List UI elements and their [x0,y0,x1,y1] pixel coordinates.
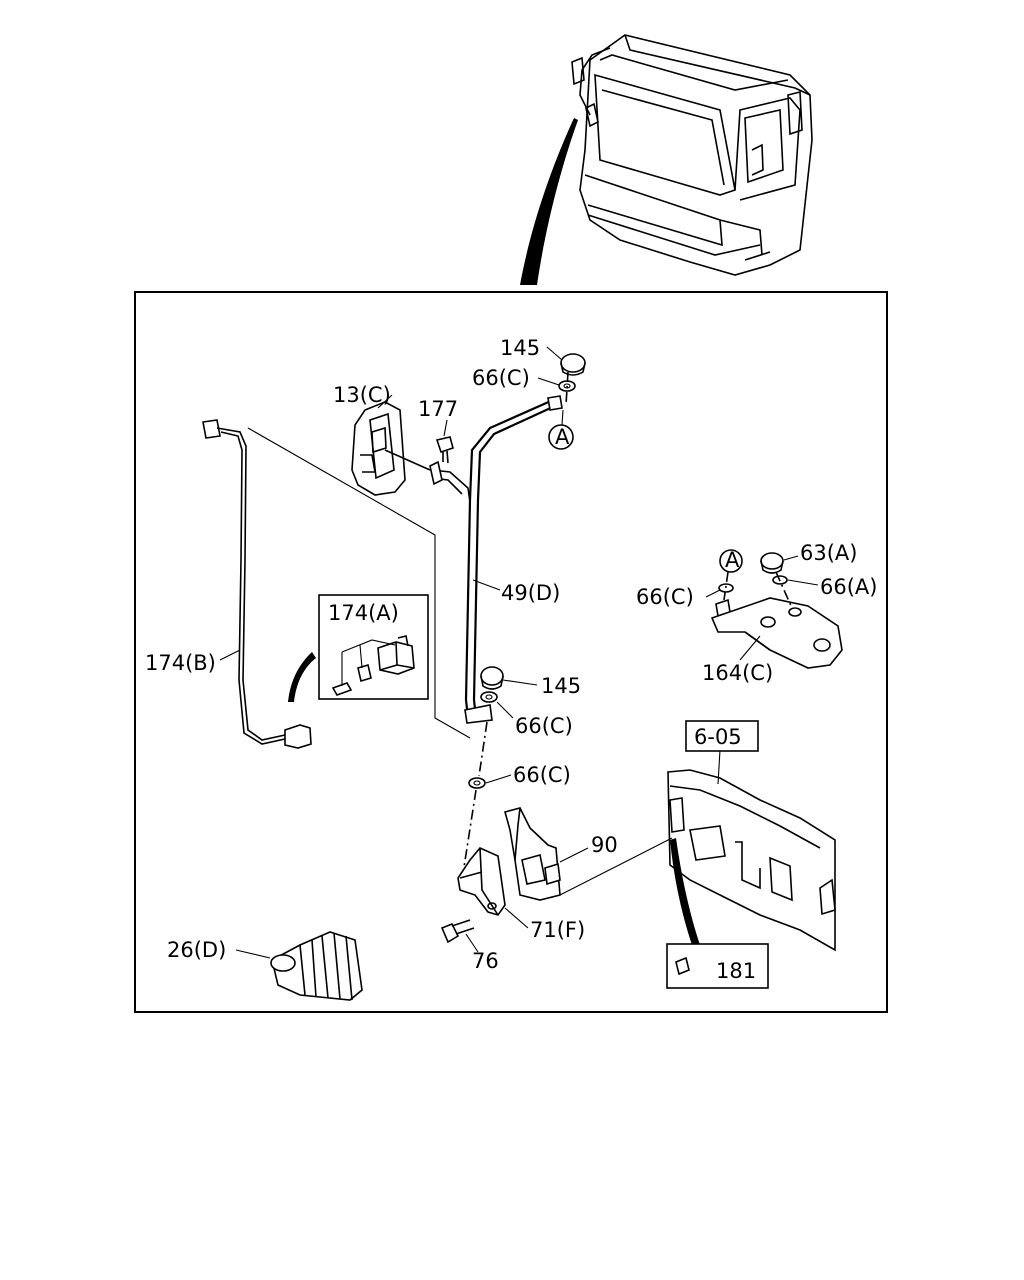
label-63a: 63(A) [800,541,857,565]
connector-174a [331,635,415,696]
clip-177 [435,436,454,464]
label-76: 76 [472,949,499,973]
label-66c-low: 66(C) [513,763,571,787]
washer-66c-mid [480,691,498,703]
label-66a: 66(A) [820,575,877,599]
bracket-rod-49d [429,395,563,724]
frame-181-leader [670,838,700,945]
label-174a: 174(A) [328,601,399,625]
ref-box-6-05 [685,720,759,752]
label-181: 181 [716,959,756,983]
label-callout-a2: A [725,548,740,572]
label-callout-a1: A [555,425,570,449]
callout-circle-a-top [548,424,574,450]
detail-leader-wedge [520,118,578,285]
label-71f: 71(F) [530,918,585,942]
boot-26d [270,931,363,1001]
label-164c: 164(C) [702,661,773,685]
label-145-mid: 145 [541,674,581,698]
inset-174a-leader [288,652,316,702]
bolt-76 [440,919,475,944]
truck-cab-illustration [571,34,813,276]
frame-member-6-05 [667,769,836,952]
callout-circle-a-right [719,549,743,573]
label-90: 90 [591,833,618,857]
harness-outline-box [247,427,471,739]
label-6-05: 6-05 [694,725,742,749]
label-26d: 26(D) [167,938,226,962]
nut-181-icon [675,956,690,976]
harness-174b [202,419,312,749]
stay-164c [710,549,843,669]
axis-mid [461,721,488,881]
label-66c-top: 66(C) [472,366,530,390]
label-66c-mid: 66(C) [515,714,573,738]
label-leaders [219,346,819,971]
washer-66c-low [468,777,486,789]
detail-frame [134,291,888,1013]
label-145-top: 145 [500,336,540,360]
label-13c: 13(C) [333,383,391,407]
nut-145-top [560,353,586,376]
label-49d: 49(D) [501,581,560,605]
label-66c-right: 66(C) [636,585,694,609]
nut-145-mid [480,666,504,690]
lamp-13c [351,401,431,496]
label-174b: 174(B) [145,651,216,675]
bracket-71f [457,847,506,916]
bracket-90 [504,807,561,901]
axis-top [565,371,569,406]
label-177: 177 [418,397,458,421]
